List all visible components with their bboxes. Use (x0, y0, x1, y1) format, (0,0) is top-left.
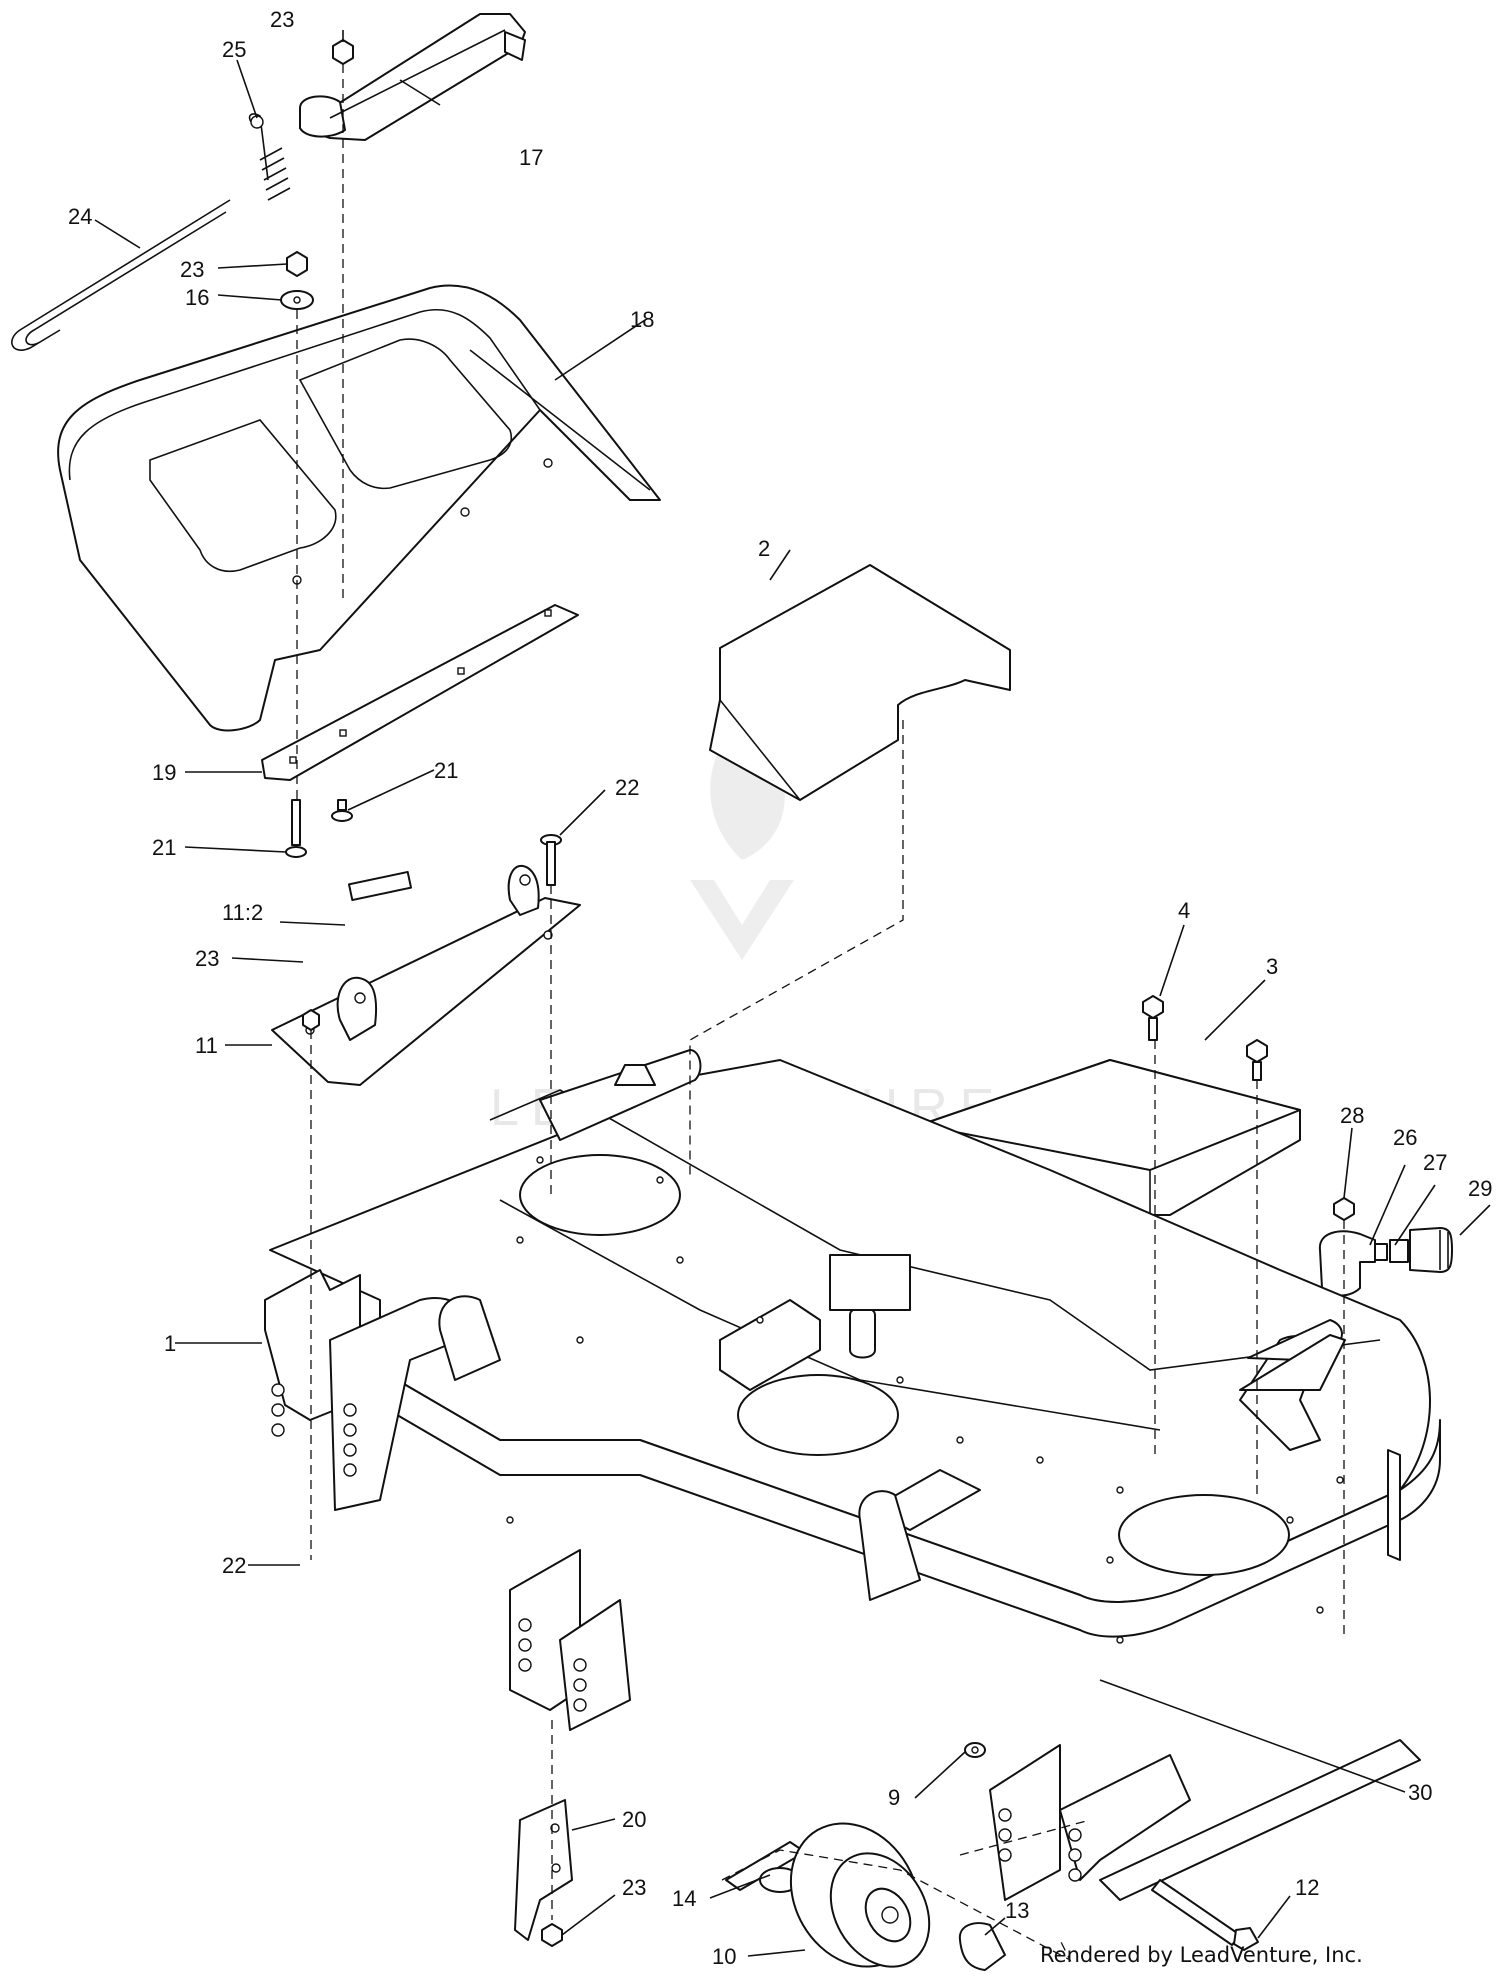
callout-23: 23 (622, 1875, 646, 1900)
part-19-strap (261, 604, 579, 781)
callout-17: 17 (519, 145, 543, 170)
leader-lines (94, 30, 1491, 1957)
callout-2: 2 (758, 536, 770, 561)
part-1-deck (264, 1049, 1441, 1901)
render-credit: Rendered by LeadVenture, Inc. (1040, 1943, 1363, 1967)
callout-12: 12 (1295, 1875, 1319, 1900)
part-11-bracket (271, 865, 581, 1086)
part-22-pin-top (540, 834, 562, 886)
callout-11-2: 11:2 (222, 900, 263, 925)
part-26-29-fitting (1318, 1197, 1453, 1297)
part-21-bolts (285, 799, 353, 858)
callout-28: 28 (1340, 1103, 1364, 1128)
callout-3: 3 (1266, 954, 1278, 979)
callout-13: 13 (1005, 1898, 1029, 1923)
part-18-shield (57, 284, 661, 732)
part-23-nut-top (280, 39, 354, 310)
part-17-pivot-arm (299, 13, 526, 141)
part-3-cover (919, 1059, 1301, 1236)
callout-25: 25 (222, 37, 246, 62)
part-25-spring (248, 113, 291, 201)
callout-23: 23 (195, 946, 219, 971)
callout-9: 9 (888, 1785, 900, 1810)
callout-23: 23 (180, 257, 204, 282)
part-9-spacer (964, 1742, 986, 1758)
callout-14: 14 (672, 1886, 696, 1911)
callout-18: 18 (630, 307, 654, 332)
callout-21: 21 (434, 758, 458, 783)
part-20-bracket (514, 1799, 573, 1947)
part-10-wheel (725, 1822, 1006, 1971)
callout-30: 30 (1408, 1780, 1432, 1805)
callout-23: 23 (270, 7, 294, 32)
callout-4: 4 (1178, 898, 1190, 923)
callout-10: 10 (712, 1944, 736, 1969)
part-24-rod (11, 199, 231, 351)
callout-24: 24 (68, 204, 92, 229)
part-2-baffle (709, 564, 1011, 801)
callout-22: 22 (615, 775, 639, 800)
callout-1: 1 (164, 1331, 176, 1356)
callout-labels: 23 25 17 24 23 16 18 2 19 21 21 22 11:2 … (68, 7, 1492, 1969)
callout-11: 11 (195, 1033, 218, 1058)
callout-22: 22 (222, 1553, 246, 1578)
callout-26: 26 (1393, 1125, 1417, 1150)
callout-19: 19 (152, 760, 176, 785)
callout-21: 21 (152, 835, 176, 860)
part-4-bolt (1142, 995, 1268, 1081)
callout-20: 20 (622, 1807, 646, 1832)
assembly-lines (296, 64, 1345, 1962)
part-12-bolt (1151, 1879, 1259, 1951)
callout-29: 29 (1468, 1176, 1492, 1201)
callout-16: 16 (185, 285, 209, 310)
watermark-v-icon (690, 880, 794, 960)
callout-27: 27 (1423, 1150, 1447, 1175)
